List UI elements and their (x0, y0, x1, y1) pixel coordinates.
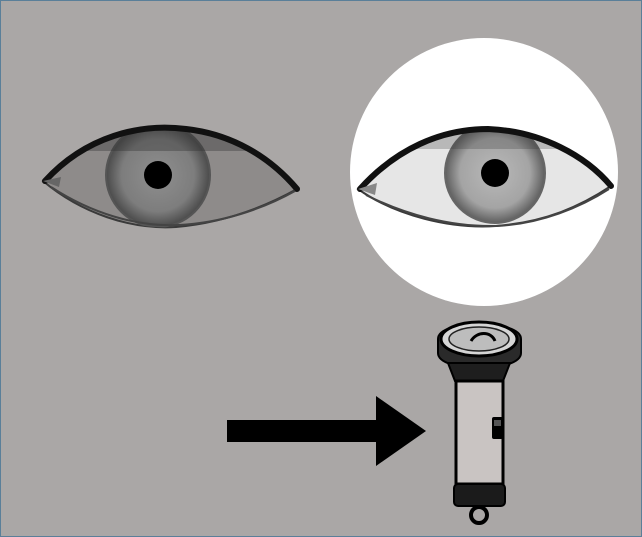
arrow-right-icon (227, 396, 426, 466)
eye-dark-icon (43, 123, 297, 227)
flashlight-icon (438, 322, 521, 523)
